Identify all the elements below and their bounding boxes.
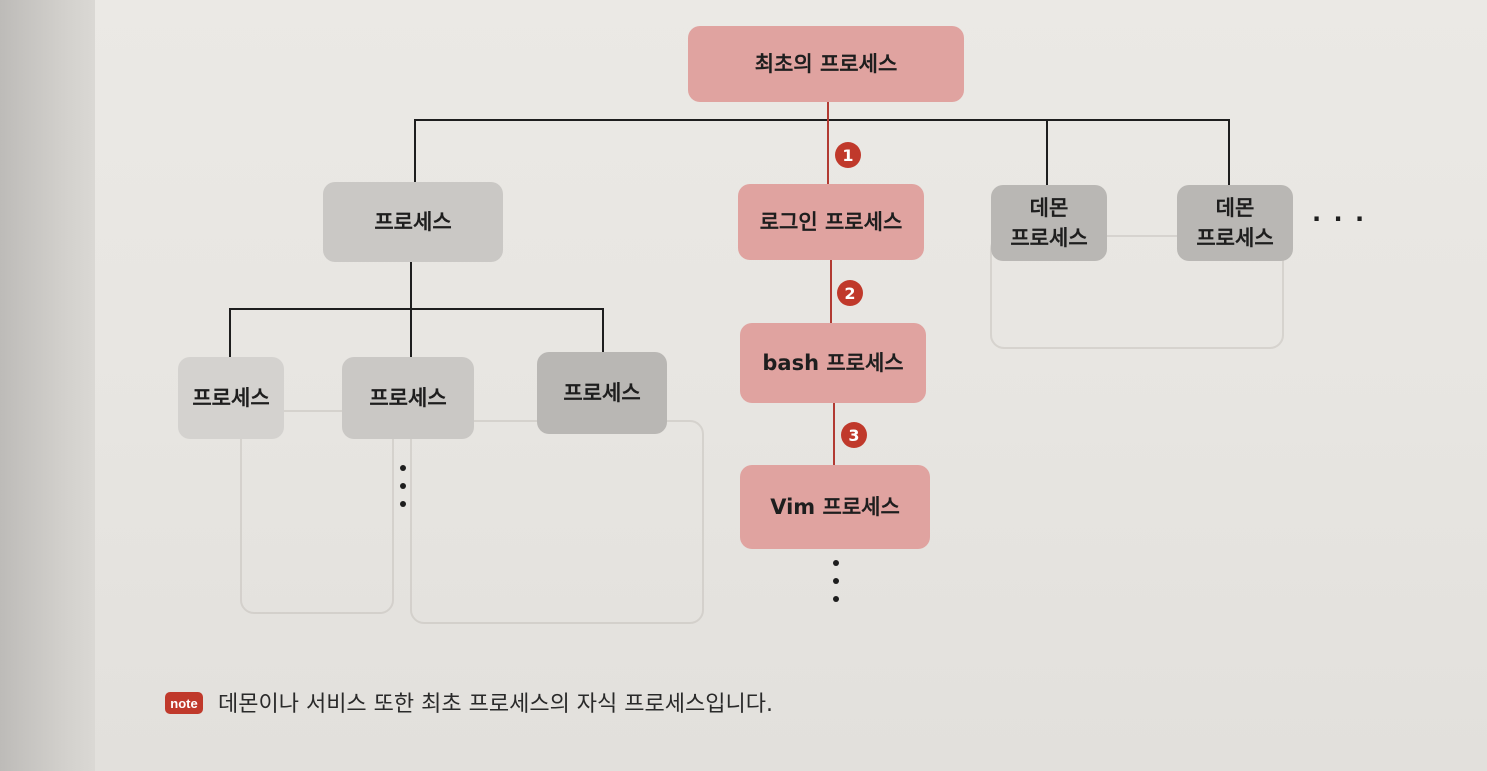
- process-node: 프로세스: [323, 182, 503, 262]
- connector-process-down: [410, 262, 412, 358]
- background-ghost-box: [410, 420, 704, 624]
- connector-sub-bus: [229, 308, 604, 310]
- connector-to-process: [414, 119, 416, 183]
- continuation-dot: [833, 560, 839, 566]
- more-siblings-ellipsis: · · ·: [1312, 205, 1367, 233]
- connector-to-daemon-2: [1228, 119, 1230, 185]
- connector-to-sub-1: [229, 308, 231, 358]
- note-tag: note: [165, 692, 203, 714]
- sub-process-node: 프로세스: [342, 357, 474, 439]
- connector-root-bus: [414, 119, 1230, 121]
- continuation-dot: [400, 465, 406, 471]
- bash-process-node: bash 프로세스: [740, 323, 926, 403]
- login-process-node: 로그인 프로세스: [738, 184, 924, 260]
- background-ghost-box: [990, 235, 1284, 349]
- vim-process-node: Vim 프로세스: [740, 465, 930, 549]
- continuation-dot: [400, 483, 406, 489]
- continuation-dot: [833, 578, 839, 584]
- sub-process-node: 프로세스: [537, 352, 667, 434]
- continuation-dot: [833, 596, 839, 602]
- book-gutter: [0, 0, 110, 771]
- note-text: 데몬이나 서비스 또한 최초 프로세스의 자식 프로세스입니다.: [218, 692, 773, 717]
- step-badge: 1: [835, 142, 861, 168]
- root-process-node: 최초의 프로세스: [688, 26, 964, 102]
- connector-to-sub-3: [602, 308, 604, 354]
- step-badge: 3: [841, 422, 867, 448]
- daemon-process-node: 데몬 프로세스: [1177, 185, 1293, 261]
- chain-line-1: [827, 102, 829, 186]
- sub-process-node: 프로세스: [178, 357, 284, 439]
- daemon-process-node: 데몬 프로세스: [991, 185, 1107, 261]
- connector-to-daemon-1: [1046, 119, 1048, 185]
- chain-line-2: [830, 260, 832, 324]
- chain-line-3: [833, 402, 835, 466]
- background-ghost-box: [240, 410, 394, 614]
- continuation-dot: [400, 501, 406, 507]
- step-badge: 2: [837, 280, 863, 306]
